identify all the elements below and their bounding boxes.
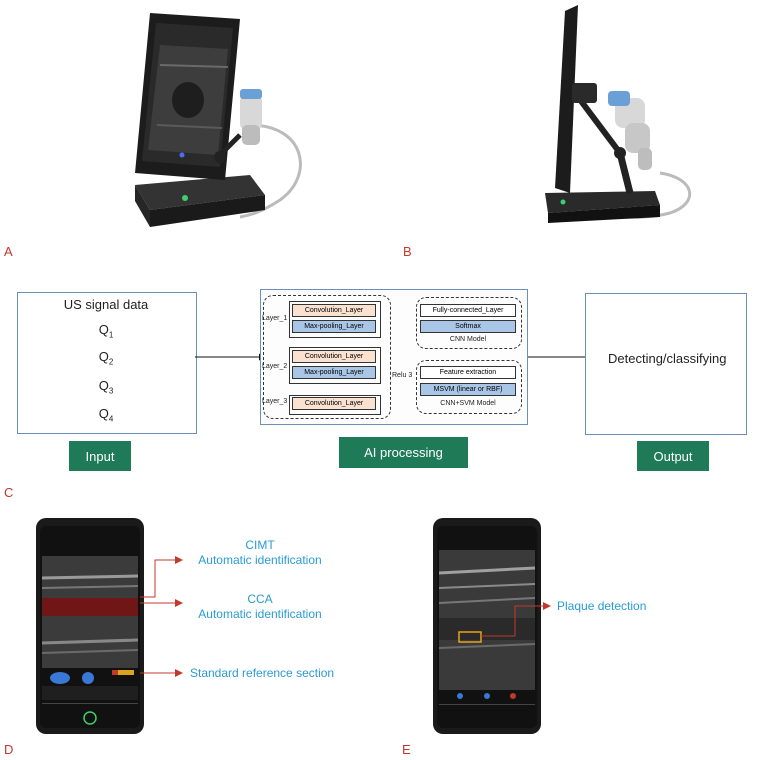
panel-label-c: C — [4, 485, 14, 500]
cnn-svm-model-caption: CNN+SVM Model — [440, 400, 496, 407]
layer-1-pool: Max-pooling_Layer — [292, 320, 376, 333]
device-illustration-b — [520, 3, 710, 228]
panel-label-d: D — [4, 742, 14, 757]
standard-reference-label: Standard reference section — [190, 666, 335, 680]
input-item-q1: Q1 — [98, 322, 114, 340]
msvm-layer: MSVM (linear or RBF) — [420, 383, 516, 396]
softmax-layer: Softmax — [420, 320, 516, 333]
panel-label-a: A — [4, 244, 13, 259]
output-box — [585, 293, 747, 435]
layer-2-pool: Max-pooling_Layer — [292, 366, 376, 379]
input-item-q2: Q2 — [98, 349, 114, 367]
plaque-detection-label: Plaque detection — [557, 599, 647, 613]
layer-3-conv: Convolution_Layer — [292, 397, 376, 410]
layer-1-conv: Convolution_Layer — [292, 304, 376, 317]
relu-3-label: Relu 3 — [392, 372, 413, 379]
input-button[interactable]: Input — [69, 441, 131, 471]
cnn-model-caption: CNN Model — [449, 336, 487, 343]
device-illustration-a — [100, 5, 330, 230]
cnn-layers-group — [263, 295, 391, 419]
layer-3-group — [289, 395, 381, 415]
phone-d — [36, 518, 144, 734]
panel-label-b: B — [403, 244, 412, 259]
cnn-svm-model-group — [416, 360, 522, 414]
layer-1-group — [289, 301, 381, 338]
input-box — [17, 292, 197, 434]
feature-extraction-layer: Feature extraction — [420, 366, 516, 379]
layer-2-conv: Convolution_Layer — [292, 350, 376, 363]
phone-e — [433, 518, 541, 734]
output-text: Detecting/classifying — [608, 351, 727, 366]
layer-2-group — [289, 347, 381, 384]
panel-label-e: E — [402, 742, 411, 757]
ai-processing-button[interactable]: AI processing — [339, 437, 468, 468]
output-button[interactable]: Output — [637, 441, 709, 471]
layer-2-label: Layer_2 — [262, 363, 288, 370]
input-item-q4: Q4 — [98, 406, 114, 424]
input-item-q3: Q3 — [98, 378, 114, 396]
fully-connected-layer: Fully-connected_Layer — [420, 304, 516, 317]
layer-3-label: Layer_3 — [262, 398, 288, 405]
cnn-model-group — [416, 297, 522, 349]
input-title: US signal data — [63, 297, 149, 312]
layer-1-label: Layer_1 — [262, 315, 288, 322]
